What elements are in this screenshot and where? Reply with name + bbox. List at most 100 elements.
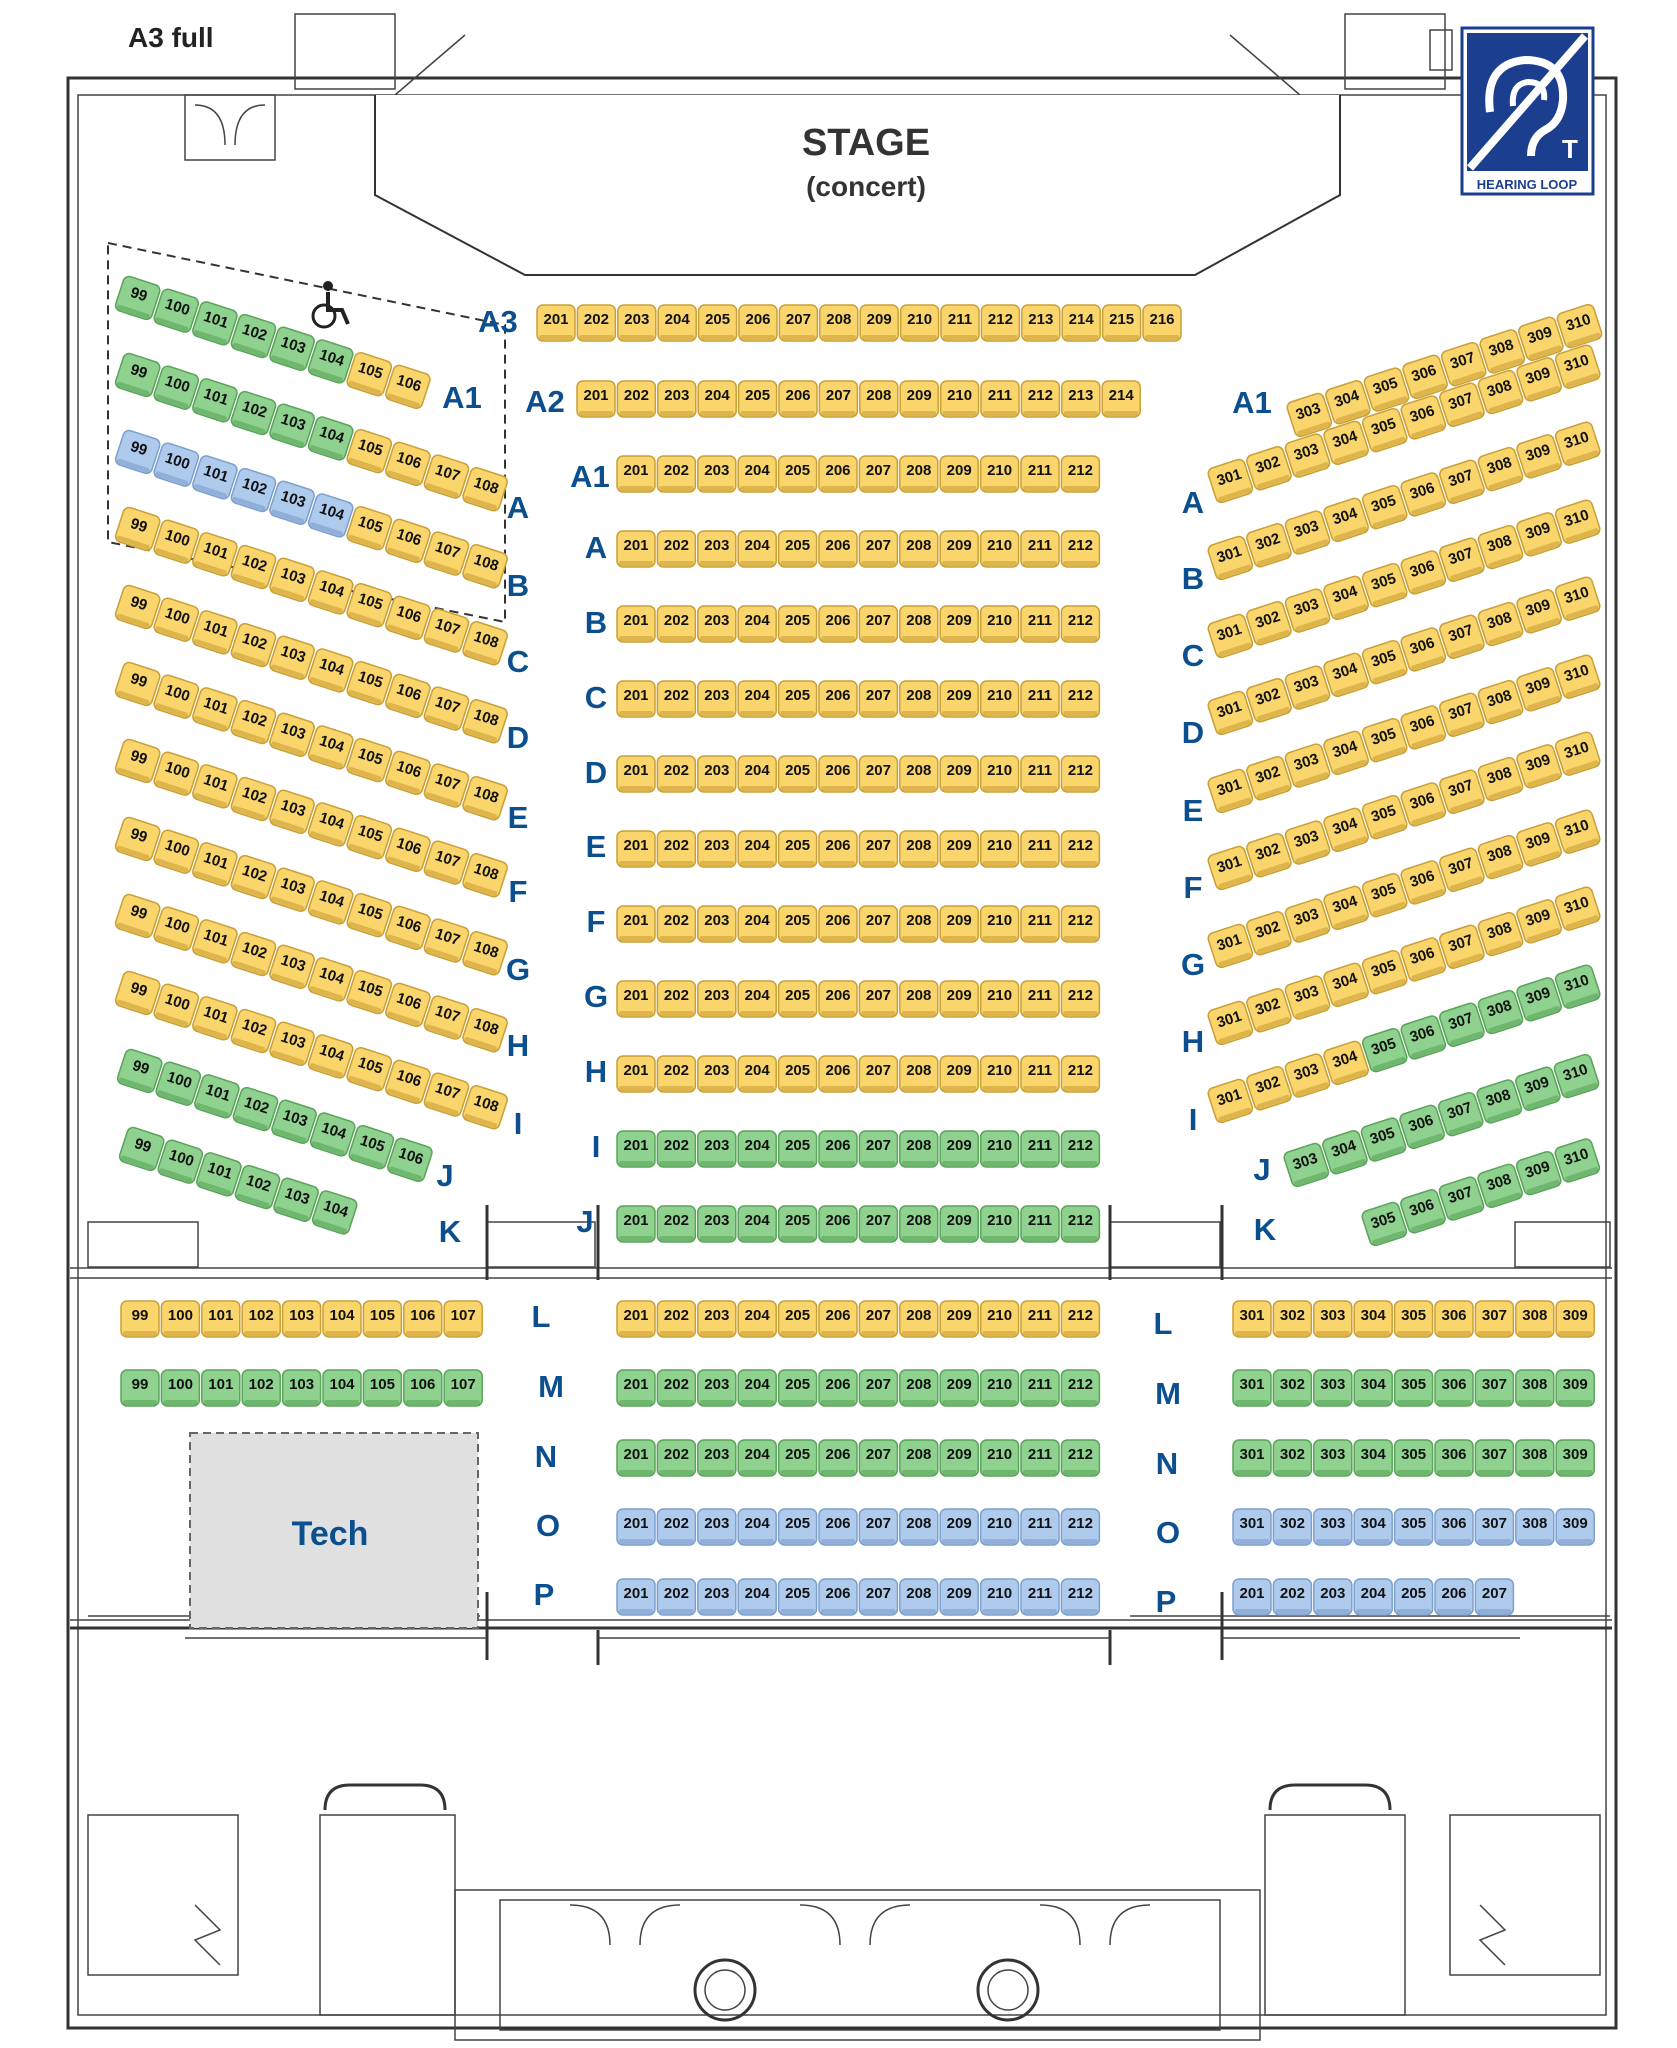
seat[interactable]: 100 [153,751,200,797]
seat[interactable]: 204 [737,1300,777,1338]
seat[interactable]: 206 [818,1508,858,1546]
seat[interactable]: 103 [268,712,315,758]
seat[interactable]: 303 [1284,1053,1331,1099]
seat[interactable]: 100 [153,442,200,488]
seat[interactable]: 206 [738,304,778,342]
seat[interactable]: 309 [1515,976,1562,1022]
seat[interactable]: 201 [616,1439,656,1477]
seat[interactable]: 108 [461,852,508,898]
seat[interactable]: 103 [268,944,315,990]
seat[interactable]: 308 [1477,834,1524,880]
seat[interactable]: 205 [777,980,818,1018]
seat[interactable]: 303 [1284,743,1331,789]
seat[interactable]: 214 [1061,304,1101,342]
seat[interactable]: 207 [858,1578,899,1616]
seat[interactable]: 203 [697,455,737,493]
seat[interactable]: 307 [1438,1002,1485,1048]
seat[interactable]: 301 [1207,768,1254,814]
seat[interactable]: 310 [1553,1053,1600,1099]
seat[interactable]: 201 [616,755,656,793]
seat[interactable]: 204 [697,380,737,418]
seat[interactable]: 100 [153,288,200,334]
seat[interactable]: 301 [1207,690,1254,736]
seat[interactable]: 101 [191,918,238,964]
seat[interactable]: 209 [859,304,899,342]
seat[interactable]: 212 [1060,755,1101,793]
seat[interactable]: 203 [697,530,737,568]
seat[interactable]: 212 [1060,455,1101,493]
seat[interactable]: 207 [858,755,899,793]
seat[interactable]: 304 [1322,497,1369,543]
seat[interactable]: 103 [268,480,315,526]
seat[interactable]: 202 [656,455,697,493]
seat[interactable]: 211 [1020,1130,1060,1168]
seat[interactable]: 301 [1207,923,1254,969]
seat[interactable]: 106 [384,750,431,796]
seat[interactable]: 211 [940,304,980,342]
seat[interactable]: 99 [114,893,161,939]
seat[interactable]: 103 [268,557,315,603]
seat[interactable]: 208 [899,605,939,643]
seat[interactable]: 106 [384,982,431,1028]
seat[interactable]: 208 [899,1055,939,1093]
seat[interactable]: 306 [1400,1014,1447,1060]
seat[interactable]: 202 [656,1055,697,1093]
seat[interactable]: 104 [307,879,354,925]
seat[interactable]: 310 [1554,421,1601,467]
seat[interactable]: 203 [697,1439,737,1477]
seat[interactable]: 106 [384,673,431,719]
seat[interactable]: 105 [346,737,393,783]
seat[interactable]: 102 [230,854,277,900]
seat[interactable]: 209 [939,755,979,793]
seat[interactable]: 208 [899,830,939,868]
seat[interactable]: 104 [307,1033,354,1079]
seat[interactable]: 209 [939,605,979,643]
seat[interactable]: 212 [1060,1130,1101,1168]
seat[interactable]: 309 [1555,1369,1595,1407]
seat[interactable]: 210 [979,1300,1020,1338]
seat[interactable]: 209 [939,1508,979,1546]
seat[interactable]: 105 [346,814,393,860]
seat[interactable]: 211 [1020,1055,1060,1093]
seat[interactable]: 99 [114,584,161,630]
seat[interactable]: 207 [858,1130,899,1168]
seat[interactable]: 104 [309,1111,356,1157]
seat[interactable]: 204 [1353,1578,1393,1616]
seat[interactable]: 301 [1207,458,1254,504]
seat[interactable]: 304 [1321,1129,1368,1175]
seat[interactable]: 208 [899,1300,939,1338]
seat[interactable]: 203 [697,1055,737,1093]
seat[interactable]: 108 [461,1084,508,1130]
seat[interactable]: 201 [616,830,656,868]
seat[interactable]: 205 [777,905,818,943]
seat[interactable]: 309 [1515,898,1562,944]
seat[interactable]: 202 [656,680,697,718]
seat[interactable]: 105 [346,582,393,628]
seat[interactable]: 304 [1353,1369,1393,1407]
seat[interactable]: 99 [120,1369,160,1407]
seat[interactable]: 205 [777,755,818,793]
seat[interactable]: 207 [1474,1578,1515,1616]
seat[interactable]: 211 [1020,1369,1060,1407]
seat[interactable]: 307 [1438,614,1485,660]
seat[interactable]: 302 [1245,910,1292,956]
seat[interactable]: 210 [979,905,1020,943]
seat[interactable]: 212 [1060,905,1101,943]
seat[interactable]: 203 [697,980,737,1018]
seat[interactable]: 302 [1245,1065,1292,1111]
seat[interactable]: 207 [858,1508,899,1546]
seat[interactable]: 101 [201,1300,241,1338]
seat[interactable]: 308 [1515,1508,1555,1546]
seat[interactable]: 307 [1440,341,1487,387]
seat[interactable]: 210 [979,455,1020,493]
seat[interactable]: 308 [1477,911,1524,957]
seat[interactable]: 204 [737,1130,777,1168]
seat[interactable]: 204 [737,605,777,643]
seat[interactable]: 309 [1515,666,1562,712]
seat[interactable]: 203 [697,1300,737,1338]
seat[interactable]: 206 [818,455,858,493]
seat[interactable]: 202 [656,755,697,793]
seat[interactable]: 104 [307,956,354,1002]
seat[interactable]: 210 [979,755,1020,793]
seat[interactable]: 307 [1438,847,1485,893]
